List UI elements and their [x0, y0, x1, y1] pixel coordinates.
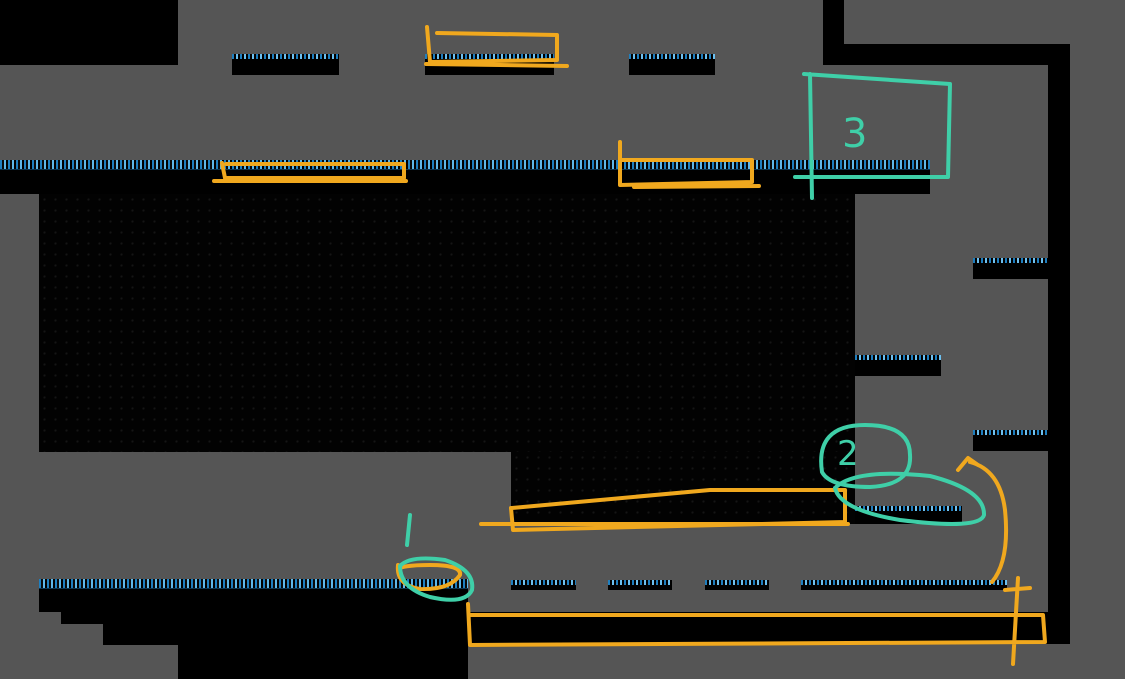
wall-top-right — [823, 0, 844, 65]
platform-top-1 — [232, 54, 339, 75]
annotation-label-two: 2 — [837, 434, 859, 474]
platform-bottom-2 — [608, 580, 672, 590]
wall-right — [1048, 44, 1070, 644]
lower-dark-mass — [511, 452, 855, 524]
platform-bottom-1 — [511, 580, 576, 590]
platform-right-3 — [973, 430, 1048, 451]
teal-ellipse-marker — [833, 471, 987, 526]
teal-circle-two — [819, 423, 913, 489]
teal-tick-one — [405, 513, 412, 547]
platform-bottom-3 — [705, 580, 769, 590]
platform-bottom-4 — [801, 580, 1007, 590]
platform-right-1 — [973, 258, 1048, 279]
floor-right — [468, 612, 1070, 644]
orange-box-center-ledge — [618, 140, 761, 189]
platform-top-3 — [629, 54, 715, 75]
teal-box-three — [793, 72, 952, 200]
stair-step-1 — [61, 612, 468, 624]
main-ledge-edge — [0, 160, 930, 170]
main-dark-mass — [39, 194, 855, 452]
stair-step-2 — [103, 624, 468, 645]
orange-up-arrow — [956, 456, 1009, 584]
platform-right-4 — [855, 506, 962, 524]
teal-circle-one — [398, 556, 475, 602]
platform-right-2 — [855, 355, 941, 376]
ceiling-right — [844, 44, 1070, 65]
stair-step-3 — [178, 645, 468, 679]
orange-box-top-platform — [424, 25, 569, 68]
floor-left-edge — [39, 579, 468, 589]
orange-box-lower-ledge — [479, 488, 850, 532]
orange-box-left-ledge — [212, 161, 408, 183]
orange-box-bottom-floor — [466, 576, 1047, 666]
wall-top-left — [0, 0, 178, 65]
annotation-label-three: 3 — [842, 111, 867, 157]
